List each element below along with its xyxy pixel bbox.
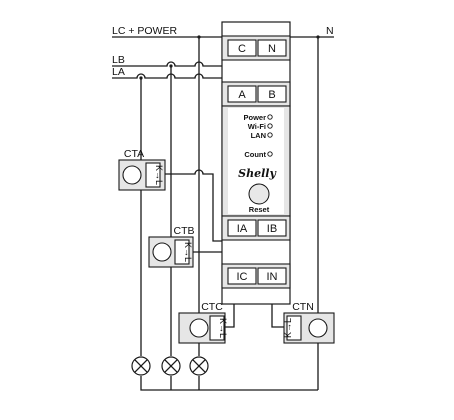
terminal-ia-label: IA — [237, 223, 248, 235]
terminal-in-label: IN — [267, 271, 278, 283]
ct-n: K→L CTN — [283, 301, 335, 344]
ct-c-label: CTC — [201, 301, 223, 313]
ct-a-ring-icon — [122, 165, 142, 185]
count-led-icon — [267, 151, 273, 157]
ct-b-ring-icon — [152, 242, 172, 262]
n-junction — [316, 35, 320, 39]
lamp-c-cross-2 — [192, 359, 206, 373]
load-b — [161, 356, 181, 376]
ct-c-direction: K→L — [218, 318, 228, 338]
terminal-ic-label: IC — [237, 271, 248, 283]
lb-line — [112, 61, 273, 86]
lc-power-label: LC + POWER — [112, 25, 177, 37]
ct-b-direction: K→L — [183, 242, 193, 262]
terminal-ib — [257, 219, 287, 237]
load-return — [140, 376, 318, 391]
ct-b: K→L CTB — [148, 225, 195, 268]
wifi-led-icon — [267, 123, 273, 129]
la-line — [112, 73, 241, 86]
la-label: LA — [112, 66, 125, 78]
cta-wire — [165, 169, 241, 242]
reset-label: Reset — [249, 205, 270, 214]
ct-b-label-plate — [174, 239, 190, 265]
lb-junction — [169, 64, 173, 68]
terminal-b-label: B — [268, 89, 275, 101]
n-label: N — [326, 25, 334, 37]
terminal-n-label: N — [268, 43, 276, 55]
load-c — [189, 356, 209, 376]
terminal-b — [257, 85, 287, 103]
ct-n-label: CTN — [292, 301, 314, 313]
ct-n-ring-icon — [308, 318, 328, 338]
terminal-in — [257, 267, 287, 285]
indicator-count-label: Count — [244, 150, 266, 159]
reset-button[interactable] — [248, 183, 270, 205]
shelly-device: C N A B Power Wi-Fi LAN Count Shelly Res… — [221, 21, 291, 305]
ct-c-ring-icon — [189, 318, 209, 338]
terminal-n — [257, 39, 287, 57]
ct-a-label: CTA — [124, 148, 144, 160]
indicator-power-label: Power — [243, 113, 266, 122]
indicator-lan-label: LAN — [251, 131, 266, 140]
power-led-icon — [267, 114, 273, 120]
terminal-ia — [227, 219, 257, 237]
ct-n-label-plate — [286, 315, 302, 341]
lb-label: LB — [112, 54, 125, 66]
ct-a-label-plate — [145, 162, 161, 188]
terminal-ic — [227, 267, 257, 285]
terminal-c-label: C — [238, 43, 246, 55]
ct-a: K→L CTA — [118, 148, 166, 191]
ct-c: K→L CTC — [178, 301, 228, 344]
lamp-a-cross-2 — [134, 359, 148, 373]
ct-a-direction: K→L — [154, 165, 164, 185]
lc-junction — [197, 35, 201, 39]
lan-led-icon — [267, 132, 273, 138]
lamp-b-cross-2 — [164, 359, 178, 373]
la-junction — [139, 76, 143, 80]
terminal-a — [227, 85, 257, 103]
ct-c-label-plate — [209, 315, 225, 341]
terminal-a-label: A — [238, 89, 246, 101]
indicator-wifi-label: Wi-Fi — [248, 122, 266, 131]
load-a — [131, 356, 151, 376]
terminal-c — [227, 39, 257, 57]
ct-b-label: CTB — [174, 225, 195, 237]
terminal-ib-label: IB — [267, 223, 277, 235]
shelly-logo: Shelly — [238, 167, 277, 180]
ct-n-direction: K→L — [283, 318, 293, 338]
